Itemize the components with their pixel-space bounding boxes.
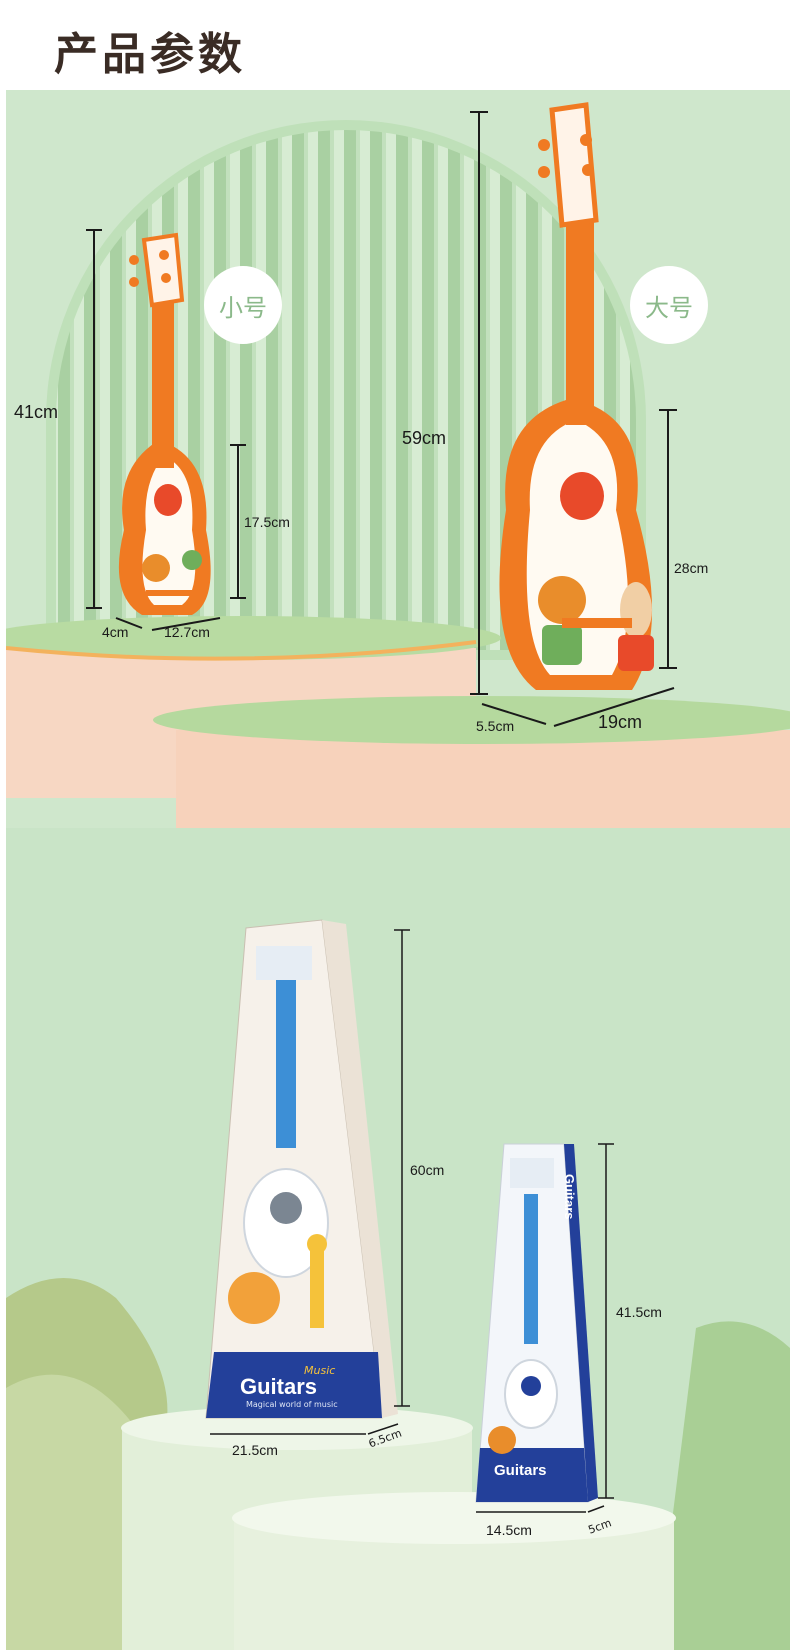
small-ukulele <box>118 232 211 615</box>
large-box-width-label: 21.5cm <box>232 1442 278 1458</box>
small-box <box>475 1143 598 1503</box>
small-dimension-lines <box>86 229 246 631</box>
small-box-side-brand: Guitars <box>562 1174 577 1220</box>
large-size-badge: 大号 <box>630 266 708 344</box>
small-box-brand: Guitars <box>494 1462 547 1479</box>
large-body-height-label: 28cm <box>674 560 709 576</box>
small-width-label: 12.7cm <box>164 624 210 640</box>
large-ukulele <box>499 102 654 690</box>
small-body-height-label: 17.5cm <box>244 514 290 530</box>
large-dimension-lines <box>470 111 677 727</box>
size-comparison-illustration <box>6 102 790 830</box>
large-depth-label: 5.5cm <box>476 718 515 734</box>
packaging-panel: Guitars Music Magical world of music Gui… <box>6 828 790 1650</box>
packaging-illustration <box>6 919 790 1650</box>
large-width-label: 19cm <box>598 712 643 732</box>
large-height-label: 59cm <box>402 428 447 448</box>
header: 产品参数 <box>0 0 790 90</box>
large-box <box>205 919 398 1419</box>
large-box-height-label: 60cm <box>410 1162 445 1178</box>
large-box-brand-script: Music <box>304 1364 336 1377</box>
large-box-brand: Guitars <box>240 1374 318 1399</box>
small-size-label: 小号 <box>219 293 267 322</box>
small-depth-label: 4cm <box>102 624 129 640</box>
large-size-label: 大号 <box>645 293 693 322</box>
large-box-tagline: Magical world of music <box>246 1400 338 1409</box>
size-comparison-panel: 小号 大号 41cm 17.5cm 4cm 12.7cm 59cm 28cm 5… <box>6 90 790 830</box>
small-size-badge: 小号 <box>204 266 282 344</box>
small-height-label: 41cm <box>14 402 59 422</box>
small-box-width-label: 14.5cm <box>486 1522 532 1538</box>
small-box-height-label: 41.5cm <box>616 1304 662 1320</box>
page-title: 产品参数 <box>54 29 246 80</box>
box-dimension-lines <box>210 929 614 1513</box>
